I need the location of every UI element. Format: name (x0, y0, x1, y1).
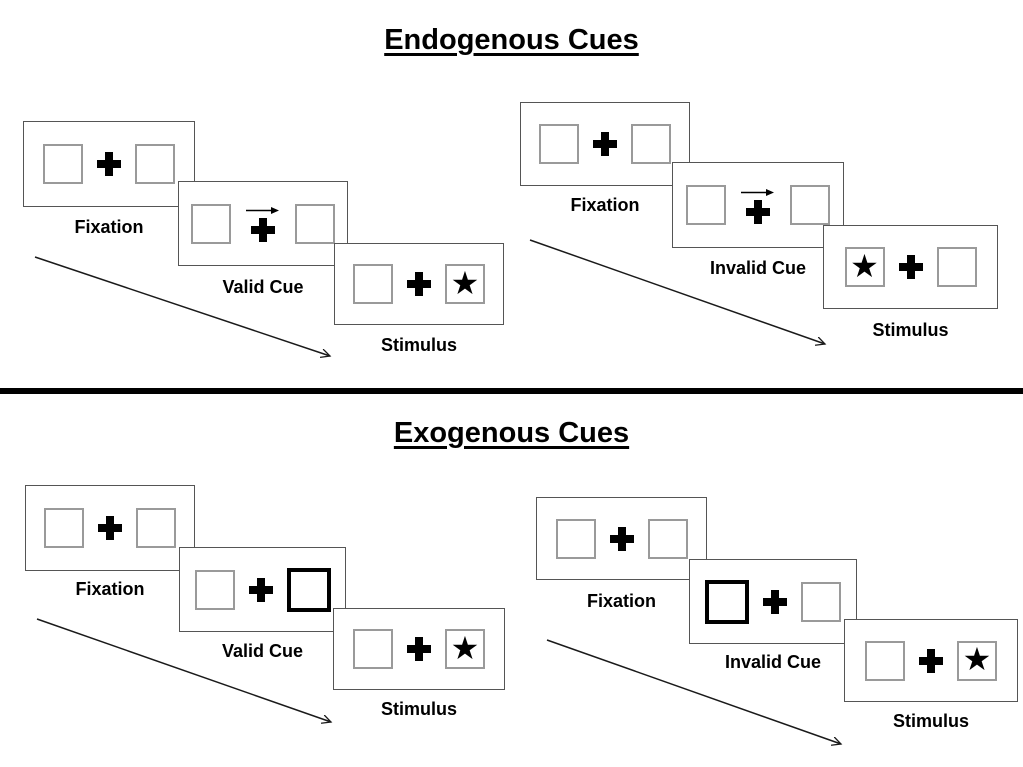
right-box (647, 518, 688, 559)
right-arrow-icon (246, 207, 279, 214)
panel-endogenous-invalid-cue (672, 162, 844, 248)
left-box (353, 629, 393, 669)
panel-label-fixation: Fixation (586, 591, 656, 611)
fixation-area (98, 516, 122, 540)
fixation-cross-icon (609, 526, 634, 551)
panel-label-stimulus: Stimulus (892, 711, 969, 731)
fixation-cross-icon (407, 637, 431, 661)
panel-endogenous-invalid-stimulus: ★ (823, 225, 998, 309)
fixation-area (245, 205, 281, 242)
left-box (865, 640, 905, 681)
panel-exogenous-valid-stimulus: ★ (333, 608, 505, 690)
fixation-cross-icon (746, 199, 770, 224)
right-arrow-icon (741, 188, 774, 196)
panel-label-valid-cue: Valid Cue (221, 641, 304, 661)
fixation-cross-icon (763, 589, 787, 614)
section-title-exogenous-text: Exogenous Cues (393, 417, 630, 449)
fixation-cross-icon (407, 272, 431, 296)
left-box (353, 264, 393, 304)
fixation-cross-icon (98, 516, 122, 540)
timeline-arrow-endogenous-invalid (529, 239, 825, 344)
fixation-cross-icon (919, 648, 943, 673)
panel-exogenous-invalid-stimulus: ★ (844, 619, 1018, 702)
fixation-cross-icon (251, 218, 275, 242)
fixation-cross-icon (593, 132, 617, 156)
panel-label-fixation: Fixation (74, 217, 144, 237)
right-box: ★ (957, 640, 997, 681)
right-box: ★ (445, 264, 485, 304)
target-star-icon: ★ (450, 628, 480, 667)
left-box: ★ (844, 246, 885, 287)
left-box (44, 508, 84, 548)
panel-endogenous-valid-fixation (23, 121, 195, 207)
fixation-cross-icon (898, 255, 923, 279)
section-title-endogenous: Endogenous Cues (0, 24, 1023, 57)
left-box-highlight-cue (705, 579, 749, 624)
panel-label-stimulus: Stimulus (872, 320, 949, 340)
section-title-exogenous: Exogenous Cues (0, 417, 1023, 450)
section-title-endogenous-text: Endogenous Cues (384, 24, 639, 56)
panel-exogenous-invalid-fixation (536, 497, 707, 580)
panel-endogenous-invalid-fixation (520, 102, 690, 186)
fixation-cross-icon (248, 577, 273, 602)
section-divider (0, 388, 1023, 394)
fixation-area (97, 152, 121, 176)
fixation-area (248, 577, 273, 602)
panel-endogenous-valid-cue (178, 181, 348, 266)
left-box (686, 185, 726, 225)
panel-exogenous-invalid-cue (689, 559, 857, 644)
timeline-arrow-endogenous-valid (34, 256, 330, 356)
left-box (555, 518, 596, 559)
left-box (191, 203, 231, 244)
panel-endogenous-valid-stimulus: ★ (334, 243, 504, 325)
panel-label-stimulus: Stimulus (380, 335, 457, 355)
target-star-icon: ★ (450, 263, 480, 302)
right-box (631, 124, 671, 164)
fixation-area (407, 637, 431, 661)
right-box: ★ (445, 629, 485, 669)
fixation-area (763, 589, 787, 614)
panel-exogenous-valid-fixation (25, 485, 195, 571)
left-box (539, 124, 579, 164)
fixation-area (740, 187, 776, 224)
panel-label-stimulus: Stimulus (380, 699, 457, 719)
right-box (790, 185, 830, 225)
fixation-area (609, 526, 634, 551)
target-star-icon: ★ (962, 640, 992, 678)
fixation-area (919, 648, 943, 673)
panel-label-invalid-cue: Invalid Cue (724, 652, 822, 672)
panel-label-fixation: Fixation (570, 195, 640, 215)
fixation-area (407, 272, 431, 296)
panel-label-valid-cue: Valid Cue (222, 277, 304, 297)
timeline-arrow-exogenous-valid (36, 618, 331, 722)
target-star-icon: ★ (850, 246, 879, 285)
panel-label-fixation: Fixation (75, 579, 145, 599)
right-box (135, 144, 175, 184)
right-box (295, 203, 335, 244)
fixation-cross-icon (97, 152, 121, 176)
right-box (801, 581, 841, 622)
fixation-area (898, 255, 923, 279)
fixation-area (593, 132, 617, 156)
right-box-highlight-cue (286, 567, 331, 612)
right-box (936, 247, 977, 287)
panel-label-invalid-cue: Invalid Cue (709, 258, 807, 278)
left-box (43, 144, 83, 184)
panel-exogenous-valid-cue (179, 547, 346, 632)
left-box (194, 569, 235, 610)
right-box (136, 508, 176, 548)
